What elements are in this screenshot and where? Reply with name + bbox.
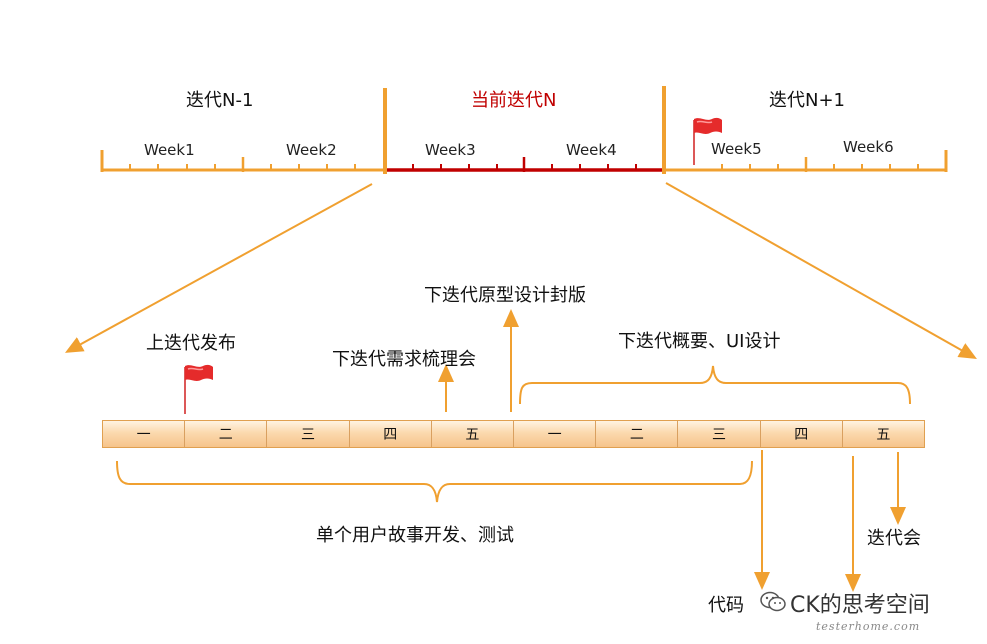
day-cell: 四 [350,421,432,447]
day-bar: 一 二 三 四 五 一 二 三 四 五 [102,420,925,448]
day-cell: 五 [876,427,891,443]
top-timeline [100,86,948,174]
iteration-prev-title: 迭代N-1 [186,90,254,111]
day-cell: 二 [596,421,679,447]
day-cell: 四 [761,421,843,447]
label-next-prototype: 下迭代原型设计封版 [424,285,586,306]
label-code-freeze: 代码 [708,595,744,616]
label-story-dev-test: 单个用户故事开发、测试 [316,525,514,546]
flag-icon-release [184,364,213,414]
week-label-4: Week4 [566,141,617,159]
watermark-text: CK的思考空间 [790,593,930,618]
iteration-next-title: 迭代N+1 [769,90,845,111]
zoom-arrow-left [64,183,373,353]
week-label-3: Week3 [425,141,476,159]
day-cell: 五 [432,421,515,447]
day-cell: 三 [678,421,761,447]
label-iteration-meeting: 迭代会 [867,528,921,549]
flag-icon-top [693,117,722,165]
day-cell: 一 [103,421,186,447]
day-cell: 二 [185,421,268,447]
label-next-requirements: 下迭代需求梳理会 [332,349,476,370]
wechat-icon [760,591,786,612]
week-label-6: Week6 [843,138,894,156]
day-cell: 一 [514,421,597,447]
brace-dev-test [116,460,753,503]
zoom-arrow-right [665,182,977,359]
day-ticks-current [412,164,637,170]
label-last-release: 上迭代发布 [146,333,236,354]
watermark-sub: testerhome.com [816,620,921,633]
week-label-5: Week5 [711,140,762,158]
week-label-2: Week2 [286,141,337,159]
day-ticks-left [129,164,356,170]
day-ticks-right [721,164,919,170]
week-label-1: Week1 [144,141,195,159]
watermark: CK的思考空间 testerhome.com [748,583,978,639]
iteration-current-title: 当前迭代N [471,90,557,111]
label-next-overview-ui: 下迭代概要、UI设计 [618,331,781,352]
day-cell: 三 [267,421,350,447]
brace-overview-ui [519,365,911,405]
